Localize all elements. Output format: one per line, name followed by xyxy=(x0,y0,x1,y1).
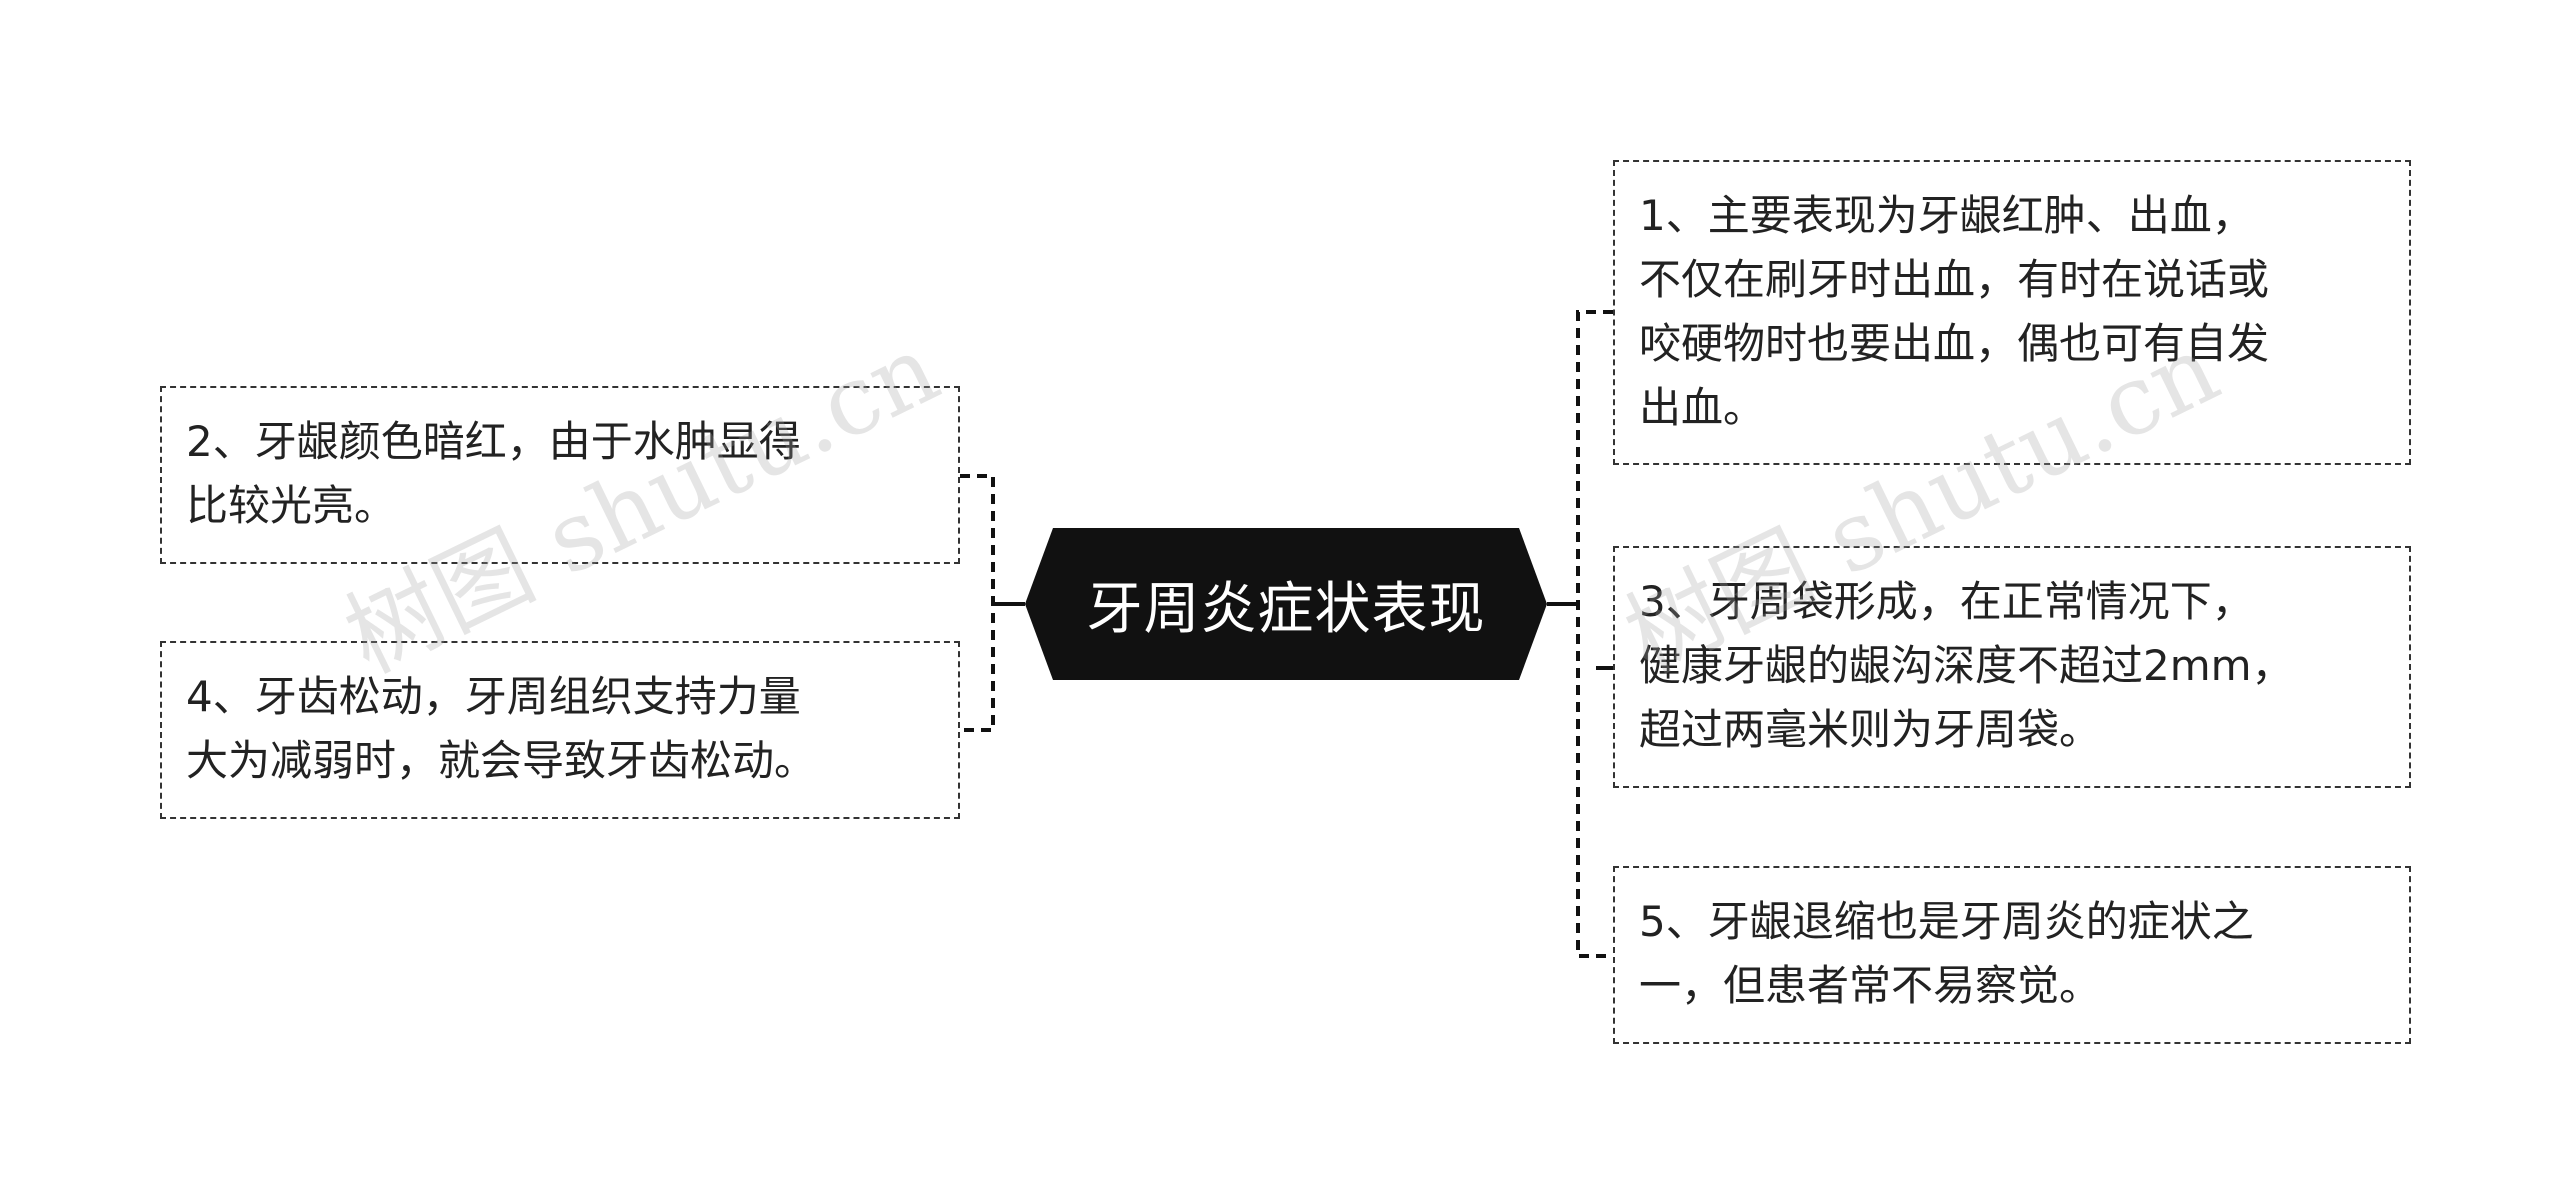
topic-3[interactable]: 3、牙周袋形成，在正常情况下， 健康牙龈的龈沟深度不超过2mm， 超过两毫米则为… xyxy=(1613,546,2411,788)
topic-4-line-1: 4、牙齿松动，牙周组织支持力量 xyxy=(186,672,801,721)
topic-4-line-2: 大为减弱时，就会导致牙齿松动。 xyxy=(186,736,817,785)
connector-right-bracket xyxy=(1576,310,1613,958)
topic-1-line-2: 不仅在刷牙时出血，有时在说话或 xyxy=(1639,255,2270,304)
topic-3-line-1: 3、牙周袋形成，在正常情况下， xyxy=(1639,577,2254,626)
topic-3-line-3: 超过两毫米则为牙周袋。 xyxy=(1639,705,2102,754)
topic-4[interactable]: 4、牙齿松动，牙周组织支持力量 大为减弱时，就会导致牙齿松动。 xyxy=(160,641,960,819)
topic-1-line-4: 出血。 xyxy=(1639,383,1766,432)
topic-5[interactable]: 5、牙龈退缩也是牙周炎的症状之 一，但患者常不易察觉。 xyxy=(1613,866,2411,1044)
topic-5-line-2: 一，但患者常不易察觉。 xyxy=(1639,961,2102,1010)
topic-1-line-3: 咬硬物时也要出血，偶也可有自发 xyxy=(1639,319,2270,368)
topic-2-line-2: 比较光亮。 xyxy=(186,481,397,530)
root-node[interactable]: 牙周炎症状表现 xyxy=(1025,528,1547,680)
root-node-shape xyxy=(1025,528,1547,680)
topic-3-line-2: 健康牙龈的龈沟深度不超过2mm， xyxy=(1639,641,2294,690)
topic-1-line-1: 1、主要表现为牙龈红肿、出血， xyxy=(1639,191,2254,240)
topic-1[interactable]: 1、主要表现为牙龈红肿、出血， 不仅在刷牙时出血，有时在说话或 咬硬物时也要出血… xyxy=(1613,160,2411,465)
topic-2[interactable]: 2、牙龈颜色暗红，由于水肿显得 比较光亮。 xyxy=(160,386,960,564)
connector-left-bracket xyxy=(960,474,995,732)
topic-5-line-1: 5、牙龈退缩也是牙周炎的症状之 xyxy=(1639,897,2254,946)
root-label: 牙周炎症状表现 xyxy=(1086,576,1486,642)
topic-2-line-1: 2、牙龈颜色暗红，由于水肿显得 xyxy=(186,417,801,466)
